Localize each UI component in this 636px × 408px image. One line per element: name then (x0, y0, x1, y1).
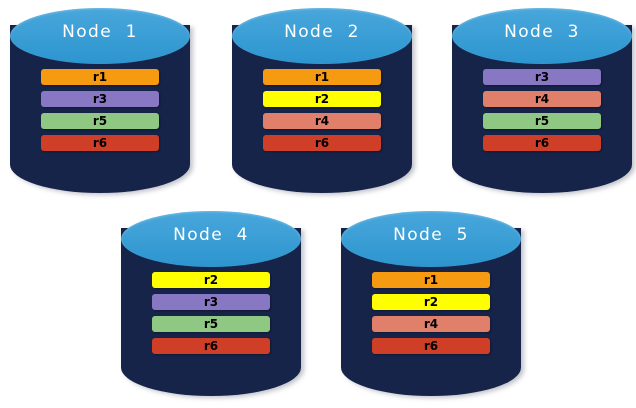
cylinder-top-ellipse (452, 8, 632, 64)
database-node-1[interactable]: Node 1 r1 r3 r5 r6 (10, 8, 190, 193)
replica-bar-r6[interactable]: r6 (371, 338, 491, 354)
database-node-4[interactable]: Node 4 r2 r3 r5 r6 (121, 211, 301, 396)
replica-bar-r1[interactable]: r1 (262, 69, 382, 85)
cylinder-top-ellipse (121, 211, 301, 267)
database-node-3[interactable]: Node 3 r3 r4 r5 r6 (452, 8, 632, 193)
cylinder-top-ellipse (341, 211, 521, 267)
replica-bar-r6[interactable]: r6 (151, 338, 271, 354)
replica-bar-r3[interactable]: r3 (40, 91, 160, 107)
replica-bar-r3[interactable]: r3 (482, 69, 602, 85)
replica-bar-r2[interactable]: r2 (151, 272, 271, 288)
replica-bar-r2[interactable]: r2 (371, 294, 491, 310)
replica-bar-r6[interactable]: r6 (482, 135, 602, 151)
replica-list: r1 r2 r4 r6 (371, 272, 491, 354)
node-label: Node 2 (284, 22, 360, 42)
replica-bar-r4[interactable]: r4 (482, 91, 602, 107)
replica-bar-r6[interactable]: r6 (262, 135, 382, 151)
cylinder-top-ellipse (10, 8, 190, 64)
node-label: Node 5 (393, 225, 469, 245)
replica-bar-r3[interactable]: r3 (151, 294, 271, 310)
replica-bar-r6[interactable]: r6 (40, 135, 160, 151)
replica-bar-r5[interactable]: r5 (482, 113, 602, 129)
database-node-5[interactable]: Node 5 r1 r2 r4 r6 (341, 211, 521, 396)
replica-bar-r4[interactable]: r4 (262, 113, 382, 129)
replica-bar-r5[interactable]: r5 (151, 316, 271, 332)
node-label: Node 4 (173, 225, 249, 245)
database-node-2[interactable]: Node 2 r1 r2 r4 r6 (232, 8, 412, 193)
replica-list: r2 r3 r5 r6 (151, 272, 271, 354)
replica-list: r3 r4 r5 r6 (482, 69, 602, 151)
replica-list: r1 r3 r5 r6 (40, 69, 160, 151)
replica-bar-r1[interactable]: r1 (40, 69, 160, 85)
replica-bar-r4[interactable]: r4 (371, 316, 491, 332)
node-label: Node 3 (504, 22, 580, 42)
cylinder-top-ellipse (232, 8, 412, 64)
replica-list: r1 r2 r4 r6 (262, 69, 382, 151)
replica-bar-r5[interactable]: r5 (40, 113, 160, 129)
replica-bar-r2[interactable]: r2 (262, 91, 382, 107)
replica-bar-r1[interactable]: r1 (371, 272, 491, 288)
node-label: Node 1 (62, 22, 138, 42)
